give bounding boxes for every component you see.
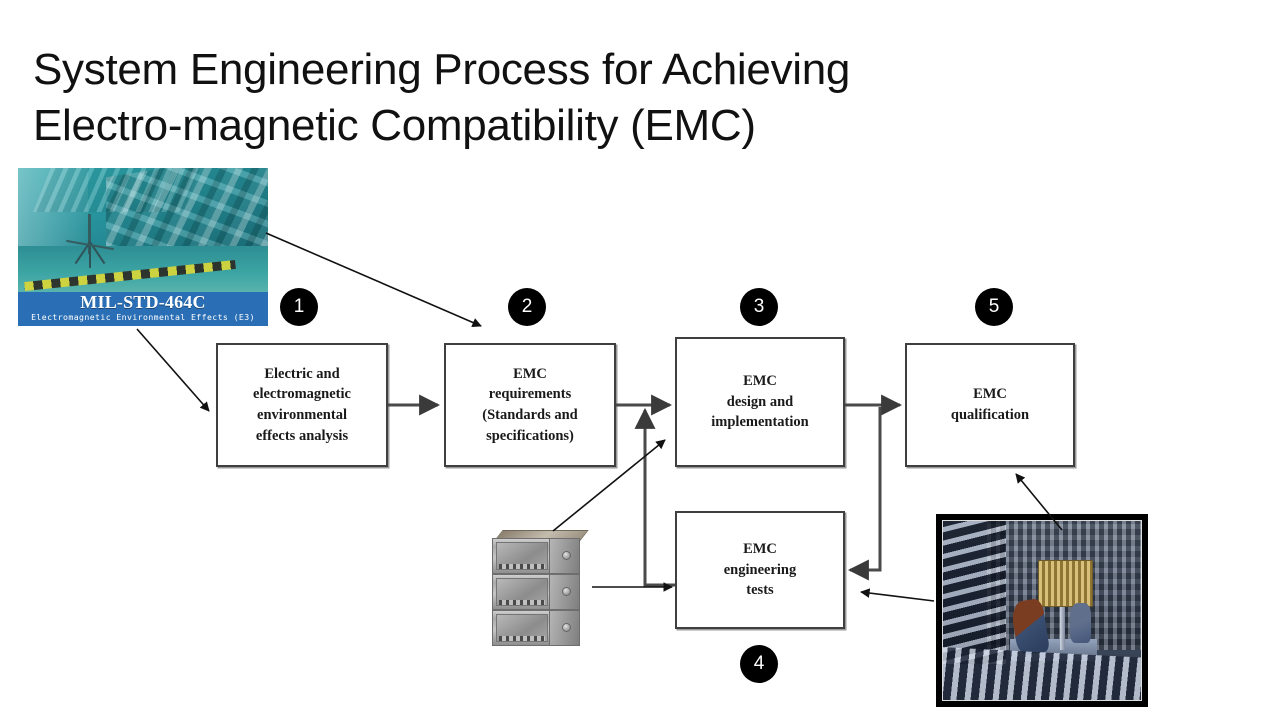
connector-box4-feedback-up xyxy=(634,407,675,587)
milstd-ceiling-absorbers xyxy=(33,168,205,212)
rack-chassis-unit xyxy=(492,574,580,610)
flow-box-label: EMC design and implementation xyxy=(711,373,809,431)
chamber-photo xyxy=(942,520,1142,701)
milstd-banner: MIL-STD-464C Electromagnetic Environment… xyxy=(18,292,268,326)
chamber-left-wall-absorbers xyxy=(943,521,1007,665)
flow-box-label: Electric and electromagnetic environment… xyxy=(253,365,351,444)
chamber-support-mast xyxy=(1059,603,1065,650)
step-badge-3: 3 xyxy=(740,288,778,326)
flow-box-electric-environmental-effects-analysis[interactable]: Electric and electromagnetic environment… xyxy=(216,343,388,467)
step-badge-4: 4 xyxy=(740,645,778,683)
flow-box-emc-qualification[interactable]: EMC qualification xyxy=(905,343,1075,467)
flow-box-emc-requirements[interactable]: EMC requirements (Standards and specific… xyxy=(444,343,616,467)
milstd-banner-subtitle: Electromagnetic Environmental Effects (E… xyxy=(31,312,255,322)
equipment-rack-image[interactable] xyxy=(492,528,589,646)
chamber-device-under-test xyxy=(1038,560,1094,607)
anechoic-chamber-image[interactable] xyxy=(936,514,1148,707)
flow-box-label: EMC engineering tests xyxy=(723,541,797,599)
chamber-floor-absorbers xyxy=(943,647,1141,700)
flow-box-emc-engineering-tests[interactable]: EMC engineering tests xyxy=(675,511,845,629)
annotation-arrow-chamber-to-box4 xyxy=(860,588,935,602)
milstd-banner-title: MIL-STD-464C xyxy=(80,292,206,312)
milstd-chamber-photo xyxy=(18,168,268,292)
chamber-technician xyxy=(1069,603,1092,643)
connector-box3-to-box4 xyxy=(847,407,882,581)
flow-box-label: EMC requirements (Standards and specific… xyxy=(482,365,578,444)
page-title: System Engineering Process for Achieving… xyxy=(33,45,851,151)
milstd-464c-image[interactable]: MIL-STD-464C Electromagnetic Environment… xyxy=(18,168,268,326)
flow-box-emc-design-and-implementation[interactable]: EMC design and implementation xyxy=(675,337,845,467)
step-badge-1: 1 xyxy=(280,288,318,326)
milstd-tripod-antenna xyxy=(62,214,122,270)
annotation-arrow-milstd-to-box1 xyxy=(136,328,210,412)
rack-chassis-unit xyxy=(492,538,580,574)
step-badge-2: 2 xyxy=(508,288,546,326)
step-badge-5: 5 xyxy=(975,288,1013,326)
flow-box-label: EMC qualification xyxy=(950,386,1030,423)
rack-chassis-unit xyxy=(492,610,580,646)
